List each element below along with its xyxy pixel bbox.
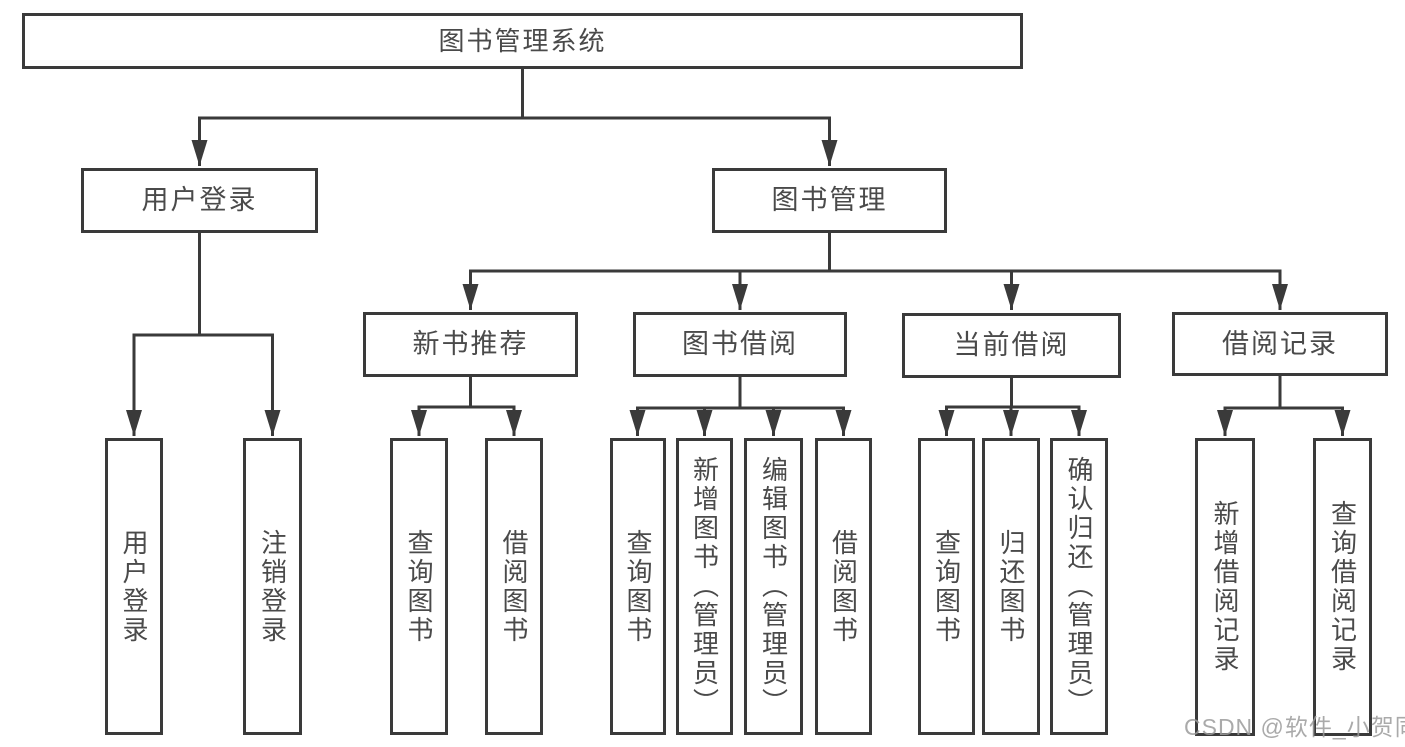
leaf-add-books-admin: 新增图书（管理员） (676, 438, 733, 735)
leaf-borrow-books-2: 借阅图书 (815, 438, 872, 735)
leaf-edit-books-admin: 编辑图书（管理员） (744, 438, 803, 735)
node-book-borrowing: 图书借阅 (633, 312, 847, 377)
node-borrowing-records: 借阅记录 (1172, 312, 1388, 376)
leaf-add-borrow-record: 新增借阅记录 (1195, 438, 1255, 736)
node-user-login: 用户登录 (81, 168, 318, 233)
node-label: 图书管理 (771, 185, 888, 215)
node-label: 借阅图书 (499, 528, 529, 645)
node-label: 编辑图书（管理员） (758, 456, 789, 717)
leaf-return-books: 归还图书 (982, 438, 1040, 735)
node-book-management: 图书管理 (712, 168, 947, 233)
node-label: 新增图书（管理员） (689, 456, 720, 717)
node-label: 归还图书 (996, 528, 1026, 645)
node-library-management-system: 图书管理系统 (22, 13, 1023, 69)
node-label: 确认归还（管理员） (1064, 456, 1094, 717)
node-label: 图书借阅 (682, 329, 798, 359)
node-label: 当前借阅 (953, 330, 1070, 360)
node-label: 新书推荐 (412, 329, 529, 359)
leaf-borrow-books-1: 借阅图书 (485, 438, 543, 735)
node-current-borrowing: 当前借阅 (902, 313, 1121, 378)
node-new-book-recommendation: 新书推荐 (363, 312, 578, 377)
leaf-confirm-return-admin: 确认归还（管理员） (1050, 438, 1108, 735)
node-label: 借阅图书 (828, 528, 859, 645)
node-label: 查询图书 (931, 528, 962, 645)
node-label: 查询图书 (623, 528, 653, 645)
node-label: 注销登录 (257, 528, 288, 645)
node-label: 新增借阅记录 (1210, 500, 1240, 674)
node-label: 用户登录 (119, 528, 149, 645)
node-label: 查询借阅记录 (1327, 500, 1358, 674)
node-label: 用户登录 (141, 185, 258, 215)
node-label: 查询图书 (404, 528, 434, 645)
watermark-text: CSDN @软件_小贺同学 (1184, 714, 1405, 740)
node-label: 借阅记录 (1222, 328, 1338, 359)
leaf-query-books-2: 查询图书 (610, 438, 666, 735)
leaf-logout: 注销登录 (243, 438, 302, 735)
leaf-query-books-3: 查询图书 (918, 438, 975, 735)
leaf-user-login: 用户登录 (105, 438, 163, 735)
node-label: 图书管理系统 (438, 26, 607, 56)
leaf-query-books-1: 查询图书 (390, 438, 448, 735)
leaf-query-borrow-record: 查询借阅记录 (1313, 438, 1372, 736)
